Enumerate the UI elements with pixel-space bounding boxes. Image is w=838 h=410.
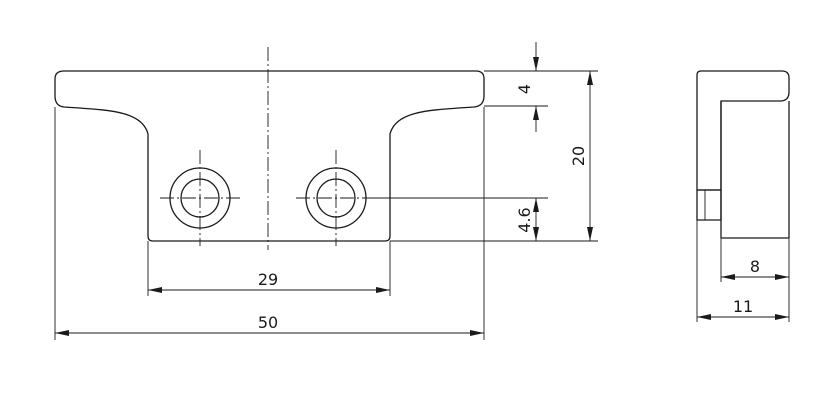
dimension-20: 20 (569, 71, 593, 241)
dimension-8: 8 (720, 238, 790, 322)
dimension-8-label: 8 (750, 257, 760, 276)
dimension-extension-lines (390, 70, 598, 242)
dimension-29: 29 (147, 241, 391, 296)
front-view-outline (54, 70, 485, 242)
side-view-outline (696, 70, 790, 191)
side-view (696, 70, 790, 239)
dimension-4-6: 4.6 (515, 198, 539, 241)
dimension-50: 50 (54, 107, 485, 340)
dimension-11: 11 (696, 220, 789, 322)
dimension-50-label: 50 (258, 313, 278, 332)
dimension-4-6-label: 4.6 (515, 207, 534, 232)
dimension-11-label: 11 (733, 297, 753, 316)
mounting-hole-right (296, 150, 376, 246)
front-view (54, 47, 548, 250)
dimension-29-label: 29 (258, 270, 278, 289)
dimension-4: 4 (515, 42, 539, 132)
mounting-hole-left (160, 150, 240, 246)
dimension-20-label: 20 (569, 146, 588, 166)
dimension-4-label: 4 (515, 84, 534, 94)
